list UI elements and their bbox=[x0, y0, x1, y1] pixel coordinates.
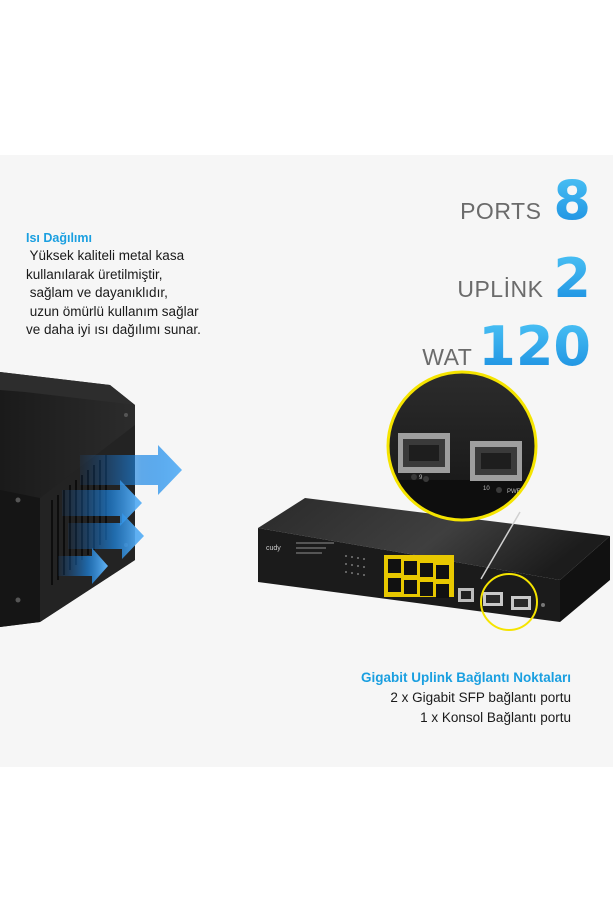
heat-line: uzun ömürlü kullanım sağlar bbox=[26, 303, 199, 319]
heat-title: Isı Dağılımı bbox=[26, 231, 92, 245]
port-9-label: 9 bbox=[419, 475, 423, 481]
sfp-highlight-circle bbox=[480, 573, 538, 631]
spec-wattage-value: 120 bbox=[478, 315, 591, 378]
sfp-zoom-inset: 9 10 PWR bbox=[386, 370, 538, 522]
port-10-label: 10 bbox=[483, 486, 490, 492]
heat-line: kullanılarak üretilmiştir, bbox=[26, 266, 163, 282]
spec-wattage-label: WAT bbox=[422, 344, 473, 370]
ethernet-ports bbox=[384, 555, 454, 598]
spec-uplink: UPLİNK 2 bbox=[457, 250, 591, 308]
uplink-title: Gigabit Uplink Bağlantı Noktaları bbox=[360, 670, 571, 685]
spec-ports: PORTS 8 bbox=[460, 172, 591, 230]
pwr-label: PWR bbox=[507, 489, 522, 495]
spec-uplink-value: 2 bbox=[553, 247, 591, 310]
uplink-info-text: Gigabit Uplink Bağlantı Noktaları 2 x Gi… bbox=[361, 668, 571, 728]
zoom-circle-border bbox=[386, 370, 538, 522]
heat-line: ve daha iyi ısı dağılımı sunar. bbox=[26, 322, 201, 338]
spec-uplink-label: UPLİNK bbox=[457, 276, 544, 302]
spec-ports-label: PORTS bbox=[460, 198, 542, 224]
network-switch: cudy bbox=[258, 498, 610, 631]
heat-dissipation-text: Isı Dağılımı Yüksek kaliteli metal kasa … bbox=[26, 229, 246, 340]
uplink-line: 2 x Gigabit SFP bağlantı portu bbox=[390, 690, 571, 705]
heat-line: sağlam ve dayanıklıdır, bbox=[26, 285, 168, 301]
uplink-line: 1 x Konsol Bağlantı portu bbox=[420, 710, 571, 725]
spec-ports-value: 8 bbox=[553, 169, 591, 232]
brand-logo: cudy bbox=[266, 545, 281, 552]
heat-line: Yüksek kaliteli metal kasa bbox=[26, 248, 185, 263]
spec-wattage: WAT 120 bbox=[422, 318, 591, 376]
airflow-arrows-icon bbox=[58, 445, 182, 584]
